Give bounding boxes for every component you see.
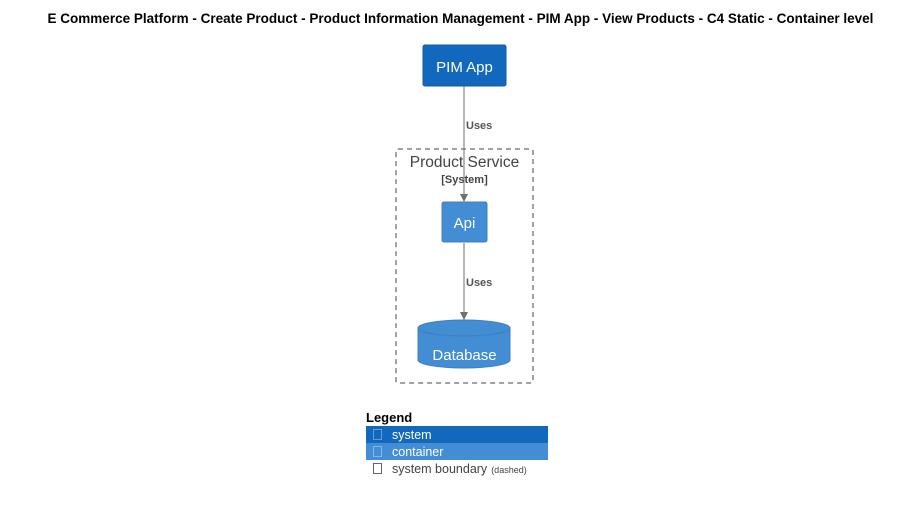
legend-label: system boundary bbox=[392, 461, 488, 476]
node-api[interactable]: Api bbox=[441, 201, 488, 243]
legend-item-container: container bbox=[366, 443, 548, 460]
legend-label: system bbox=[392, 427, 432, 442]
legend-label: container bbox=[392, 444, 444, 459]
edge-label-uses: Uses bbox=[466, 277, 492, 289]
square-icon bbox=[373, 446, 382, 457]
legend-title: Legend bbox=[366, 410, 413, 425]
node-database[interactable]: Database bbox=[417, 319, 511, 369]
legend-note: (dashed) bbox=[491, 465, 527, 475]
legend-item-system: system bbox=[366, 426, 548, 443]
edge-pim-app-to-api[interactable]: Uses bbox=[460, 86, 492, 202]
diagram-title: E Commerce Platform - Create Product - P… bbox=[47, 11, 874, 26]
node-label-database: Database bbox=[432, 347, 496, 364]
legend-item-system-boundary: system boundary (dashed) bbox=[366, 460, 548, 477]
node-label-pim-app: PIM App bbox=[436, 59, 493, 76]
square-icon bbox=[373, 429, 382, 440]
edge-api-to-database[interactable]: Uses bbox=[460, 243, 492, 320]
edge-label-uses: Uses bbox=[466, 120, 492, 132]
node-label-api: Api bbox=[454, 215, 476, 232]
node-pim-app[interactable]: PIM App bbox=[422, 44, 507, 87]
boundary-type: [System] bbox=[441, 174, 488, 186]
legend: Legend system container system boundary … bbox=[366, 410, 548, 477]
square-outline-icon bbox=[373, 463, 382, 474]
